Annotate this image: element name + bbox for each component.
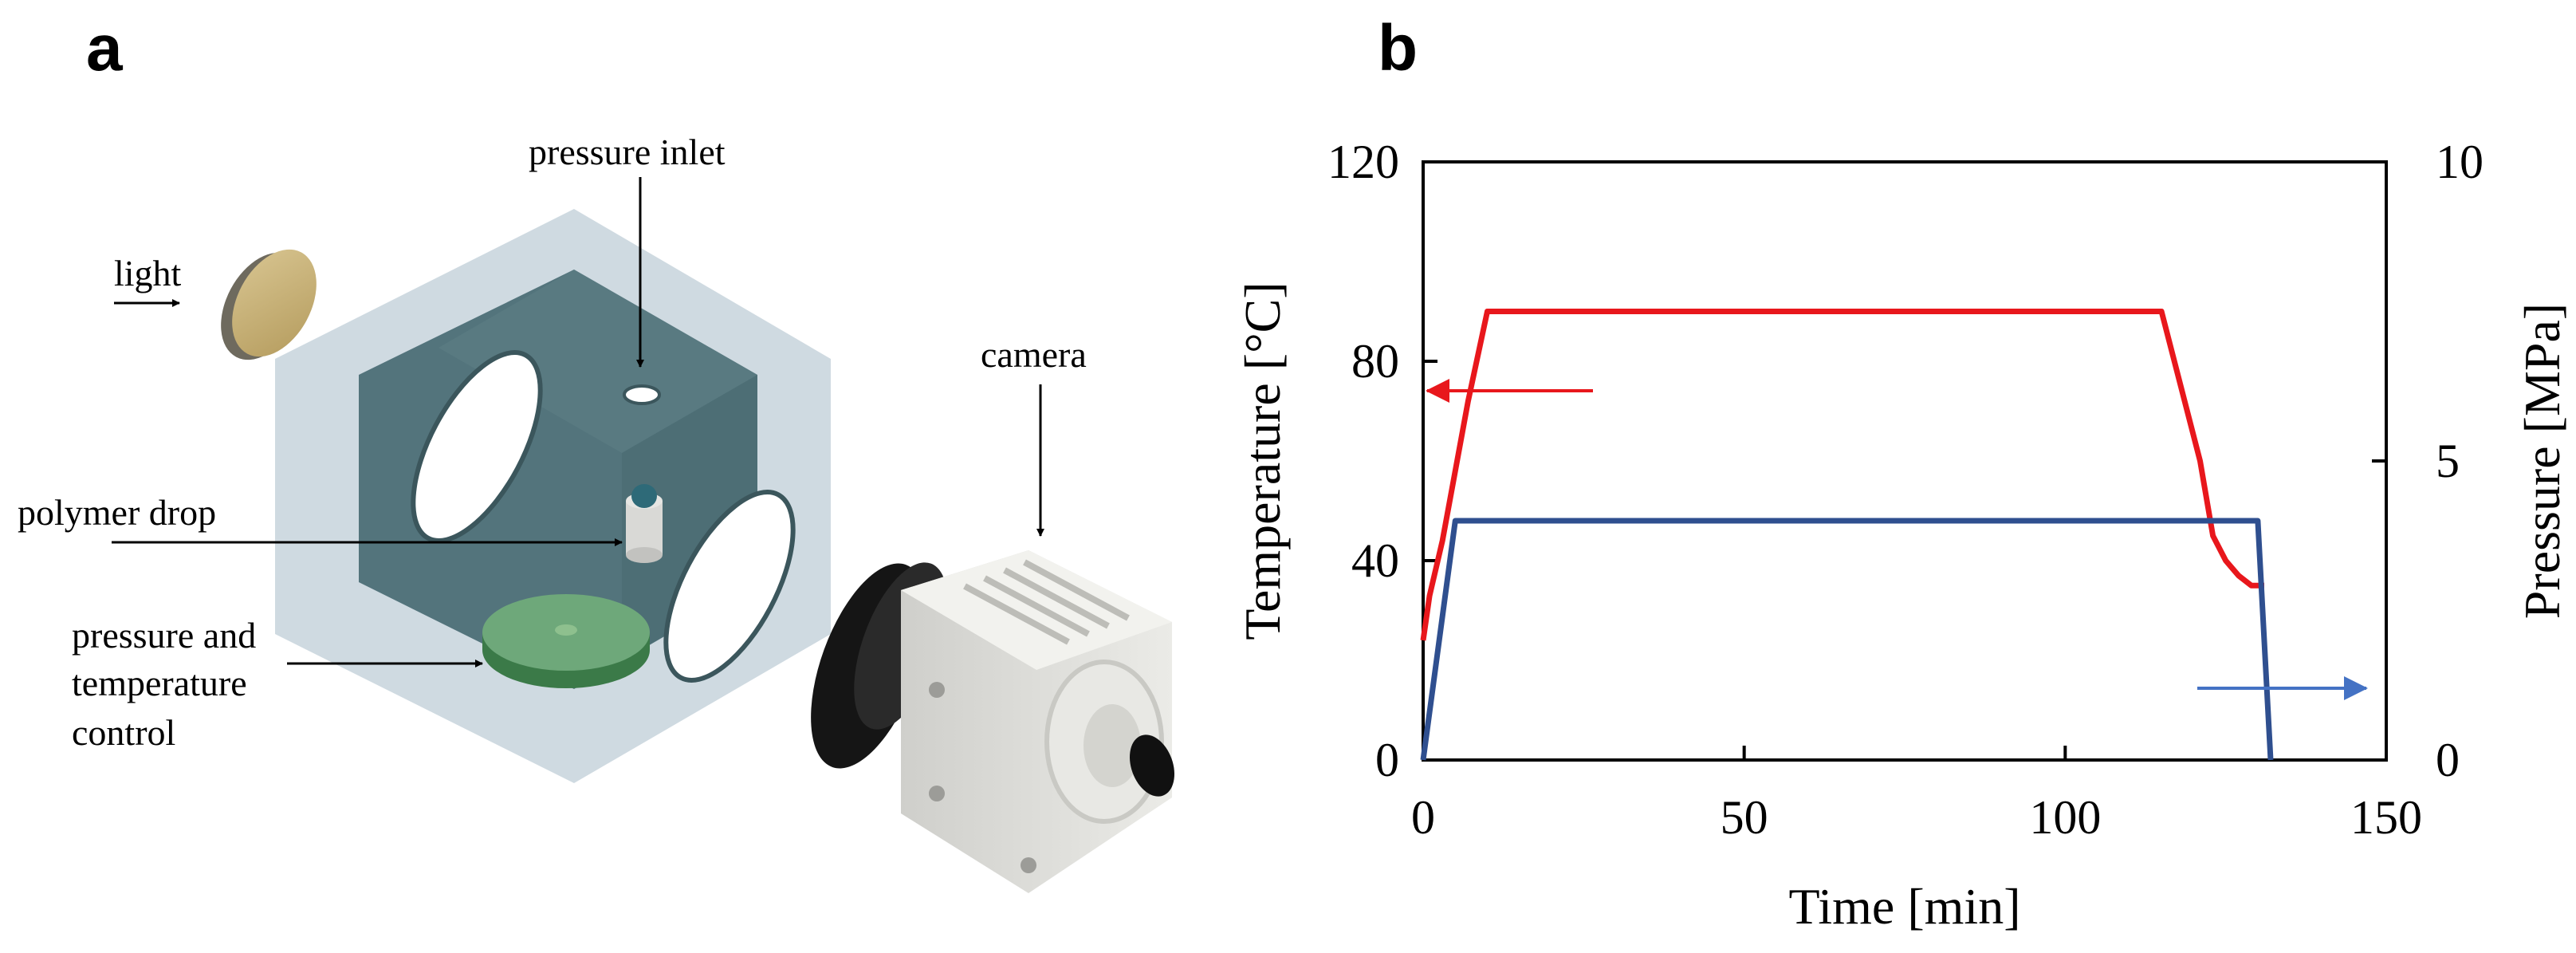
light-source-illustration xyxy=(221,249,317,360)
control-disc-illustration xyxy=(482,594,650,688)
annotation-polymer-drop: polymer drop xyxy=(18,492,216,533)
panel-a: a xyxy=(18,12,1175,893)
y-left-tick-label: 80 xyxy=(1351,335,1399,388)
y-left-tick-label: 40 xyxy=(1351,534,1399,587)
x-tick-label: 0 xyxy=(1411,791,1435,844)
polymer-drop-illustration xyxy=(626,484,663,563)
annotation-control-line1: pressure and xyxy=(72,615,256,656)
y-left-tick-label: 120 xyxy=(1327,136,1399,188)
series-pressure-line xyxy=(1420,518,2274,761)
y-left-tick-label: 0 xyxy=(1375,734,1399,786)
annotation-control-line2: temperature xyxy=(72,663,247,703)
panel-label-a: a xyxy=(86,12,124,85)
annotation-pressure-inlet: pressure inlet xyxy=(529,132,726,172)
series-temperature-line xyxy=(1420,309,2264,641)
tick-layer: 0 50 100 150 0 40 80 120 0 5 10 xyxy=(1327,136,2484,844)
x-tick-label: 150 xyxy=(2350,791,2422,844)
x-tick-label: 100 xyxy=(2029,791,2101,844)
annotation-control-line3: control xyxy=(72,712,175,753)
annotation-light: light xyxy=(114,253,182,293)
chart: 0 50 100 150 0 40 80 120 0 5 10 Time [min] Tempera… xyxy=(1234,136,2570,935)
y-axis-right-label: Pressure [MPa] xyxy=(2514,303,2570,619)
panel-label-b: b xyxy=(1378,12,1418,85)
y-right-tick-label: 5 xyxy=(2436,435,2460,487)
annotation-camera: camera xyxy=(981,334,1087,375)
window-left xyxy=(411,350,543,543)
y-axis-left-label: Temperature [°C] xyxy=(1234,282,1291,640)
window-right xyxy=(663,490,796,683)
y-right-tick-label: 0 xyxy=(2436,734,2460,786)
series-layer xyxy=(1420,309,2274,761)
plot-frame xyxy=(1422,160,2388,762)
x-tick-label: 50 xyxy=(1721,791,1768,844)
panel-b: b 0 50 100 150 0 40 80 120 0 5 10 Time [min] Tempe… xyxy=(1234,12,2570,935)
y-right-tick-label: 10 xyxy=(2436,136,2484,188)
camera-illustration xyxy=(811,550,1175,893)
x-axis-label: Time [min] xyxy=(1789,878,2021,935)
pressure-inlet-hole xyxy=(623,384,661,405)
